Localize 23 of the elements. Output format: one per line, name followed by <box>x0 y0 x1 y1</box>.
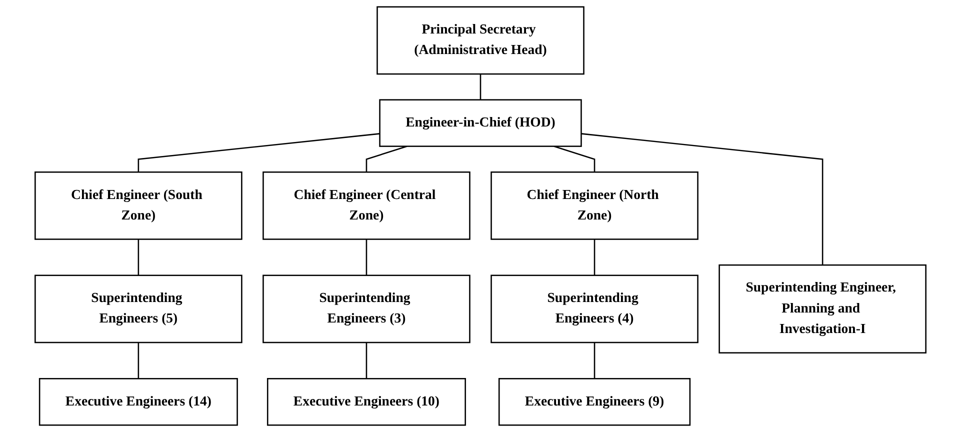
node-box: Engineer-in-Chief (HOD) <box>379 99 582 147</box>
node-box: Chief Engineer (North Zone) <box>490 171 698 240</box>
connector <box>138 133 380 172</box>
node-box: Superintending Engineers (5) <box>34 274 242 344</box>
connector <box>581 133 824 266</box>
node-box: Executive Engineers (10) <box>266 378 466 426</box>
node-box: Superintending Engineer, Planning and Investigation-I <box>718 264 926 354</box>
connector <box>138 239 140 276</box>
node-box: Chief Engineer (South Zone) <box>34 171 242 240</box>
connector <box>594 239 596 276</box>
node-box: Executive Engineers (9) <box>498 378 691 426</box>
node-box: Chief Engineer (Central Zone) <box>262 171 470 240</box>
node-box: Executive Engineers (14) <box>38 378 238 426</box>
connector <box>138 342 140 379</box>
node-box: Superintending Engineers (3) <box>262 274 470 344</box>
connector <box>554 146 596 172</box>
connector <box>366 146 408 172</box>
connector <box>366 342 368 379</box>
connector <box>594 342 596 379</box>
connector <box>366 239 368 276</box>
node-box: Superintending Engineers (4) <box>490 274 698 344</box>
node-box: Principal Secretary (Administrative Head) <box>376 6 584 75</box>
connector <box>480 74 482 100</box>
